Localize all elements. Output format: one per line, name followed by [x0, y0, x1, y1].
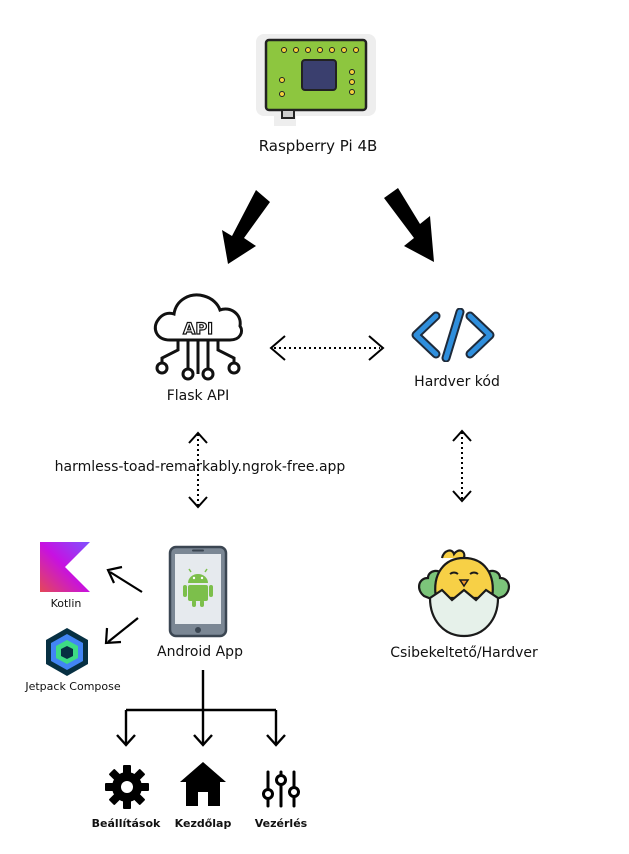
ngrok-url-label: harmless-toad-remarkably.ngrok-free.app	[54, 459, 346, 475]
arrow-hardware-incubator-bidirectional	[452, 429, 472, 503]
home-label: Kezdőlap	[174, 817, 232, 830]
svg-text:API: API	[183, 319, 213, 338]
android-app-label: Android App	[157, 644, 243, 660]
api-cloud-icon: API	[153, 293, 244, 381]
kotlin-logo-icon	[40, 542, 90, 592]
jetpack-compose-label: Jetpack Compose	[25, 680, 121, 693]
control-label: Vezérlés	[254, 817, 308, 830]
settings-label: Beállítások	[91, 817, 161, 830]
kotlin-label: Kotlin	[50, 597, 82, 610]
android-phone-icon	[168, 545, 228, 638]
raspberry-pi-board-icon	[256, 34, 376, 126]
arrow-raspberry-to-flask	[222, 190, 270, 264]
arrow-android-to-compose	[104, 617, 139, 645]
home-icon	[180, 762, 226, 806]
gear-icon	[105, 765, 149, 809]
tree-android-to-screens	[116, 670, 286, 747]
hatching-chick-icon	[418, 549, 510, 638]
jetpack-compose-logo-icon	[46, 628, 88, 676]
code-brackets-icon	[411, 308, 495, 362]
arrow-flask-hardware-bidirectional	[269, 335, 385, 361]
flask-api-label: Flask API	[166, 388, 230, 404]
arrow-android-to-kotlin	[106, 565, 143, 593]
arrow-raspberry-to-hardware-code	[384, 188, 434, 262]
raspberry-pi-label: Raspberry Pi 4B	[258, 137, 378, 155]
sliders-icon	[262, 770, 300, 808]
incubator-label: Csibekeltető/Hardver	[390, 645, 538, 661]
hardware-code-label: Hardver kód	[414, 374, 500, 390]
arrow-flask-android-bidirectional	[188, 431, 208, 509]
